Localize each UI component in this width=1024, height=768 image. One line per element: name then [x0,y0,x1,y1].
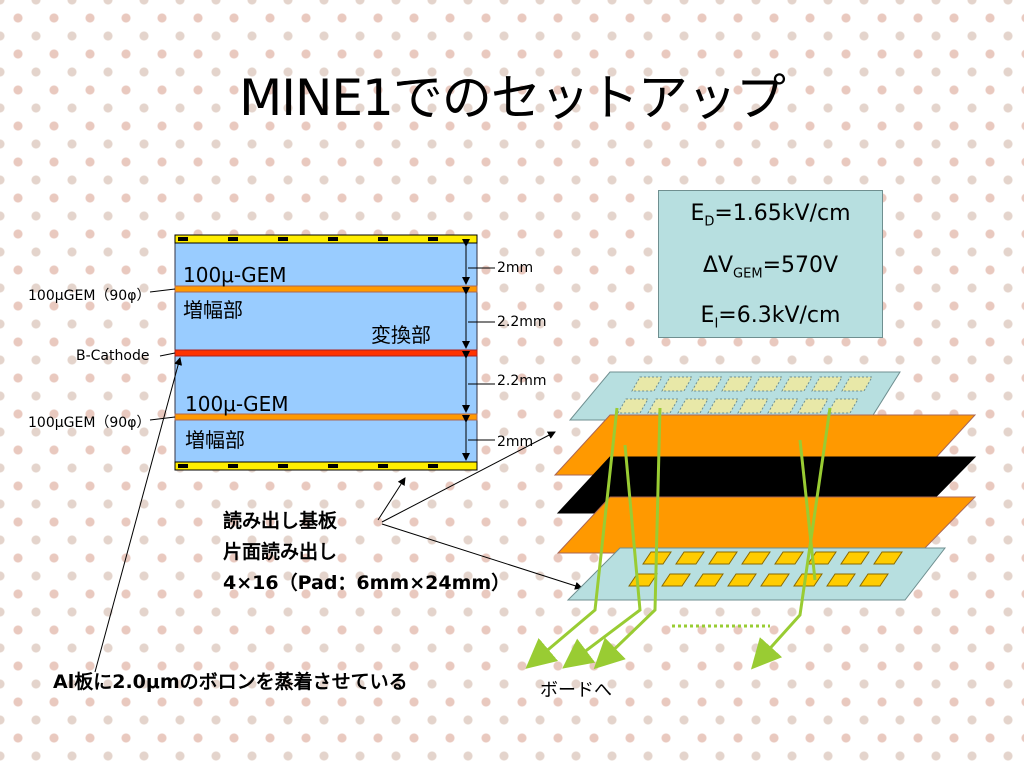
readout-pad [707,398,739,414]
bottom-electrode [174,461,478,471]
readout-pad [661,376,693,392]
gem-top-amp-label: 増幅部 [183,298,243,322]
dim-label-1: 2mm [497,260,534,276]
readout-pad [840,551,870,565]
pad-spec-label: 4×16（Pad：6mm×24mm） [223,572,511,594]
left-gem-top-label: 100μGEM（90φ） [28,288,151,304]
gem-top-label: 100μ-GEM [183,263,287,287]
al-pointer [94,357,183,673]
readout-pad [841,376,873,392]
left-gem-bottom-label: 100μGEM（90φ） [28,415,151,431]
readout-pad [631,376,663,392]
readout-pad [767,398,799,414]
readout-pad [691,376,723,392]
dim-label-4: 2mm [497,434,534,450]
readout-pad [647,398,679,414]
readout-mode-label: 片面読み出し [223,541,338,563]
readout-pad [859,573,889,587]
readout-pad [873,551,903,565]
drift-field: ED=1.65kV/cm [690,201,851,230]
field-parameters-box: ED=1.65kV/cm ΔVGEM=570V EI=6.3kV/cm [658,190,883,338]
gem-bottom-amp-label: 増幅部 [185,428,245,452]
readout-pad [741,551,771,565]
readout-pad [781,376,813,392]
readout-pad [774,551,804,565]
cathode [174,349,478,357]
readout-pad [751,376,783,392]
induction-field: EI=6.3kV/cm [700,303,841,332]
readout-pad [760,573,790,587]
readout-pad [661,573,691,587]
dim-label-3: 2.2mm [497,373,547,389]
dim-label-2: 2.2mm [497,314,547,330]
gem-bottom-label: 100μ-GEM [185,392,289,416]
readout-pad [797,398,829,414]
readout-pad [737,398,769,414]
gem-voltage: ΔVGEM=570V [702,253,839,282]
readout-pad [826,573,856,587]
readout-pad [708,551,738,565]
page-title: MINE1でのセットアップ [239,69,786,127]
readout-pad [811,376,843,392]
readout-pad [617,398,649,414]
conversion-label: 変換部 [371,323,431,347]
readout-pad [807,551,837,565]
gem-plate-2 [556,496,977,554]
left-cathode-label: B-Cathode [76,348,150,364]
readout-pad [727,573,757,587]
readout-pad [721,376,753,392]
to-board-label: ボードへ [540,680,612,701]
readout-board-label: 読み出し基板 [223,510,338,532]
readout-pad [675,551,705,565]
readout-pad [694,573,724,587]
boron-coating-note: Al板に2.0μmのボロンを蒸着させている [53,671,408,693]
readout-pad [677,398,709,414]
top-electrode [174,234,478,244]
